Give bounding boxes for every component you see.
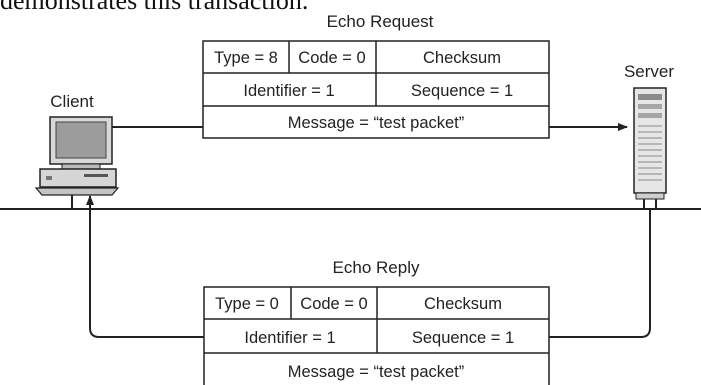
reply-sequence-field: Sequence = 1	[412, 329, 514, 347]
request-type-field: Type = 8	[214, 49, 278, 67]
request-message-field: Message = “test packet”	[288, 114, 465, 132]
reply-checksum-field: Checksum	[424, 295, 502, 313]
reply-identifier-field: Identifier = 1	[244, 329, 335, 347]
reply-arrow-left	[86, 195, 204, 338]
reply-code-field: Code = 0	[300, 295, 367, 313]
echo-request-packet	[202, 40, 550, 139]
request-checksum-field: Checksum	[423, 49, 501, 67]
reply-message-field: Message = “test packet”	[288, 363, 465, 381]
client-computer-icon	[34, 116, 120, 209]
request-sequence-field: Sequence = 1	[411, 82, 513, 100]
server-tower-icon	[633, 87, 667, 209]
reply-type-field: Type = 0	[215, 295, 279, 313]
echo-request-title: Echo Request	[327, 12, 434, 31]
echo-reply-title: Echo Reply	[333, 258, 420, 277]
request-code-field: Code = 0	[298, 49, 365, 67]
caption-text: demonstrates this transaction.	[0, 0, 309, 15]
request-identifier-field: Identifier = 1	[243, 82, 334, 100]
server-label: Server	[624, 62, 674, 81]
reply-line-right	[549, 225, 651, 338]
client-label: Client	[50, 92, 94, 111]
